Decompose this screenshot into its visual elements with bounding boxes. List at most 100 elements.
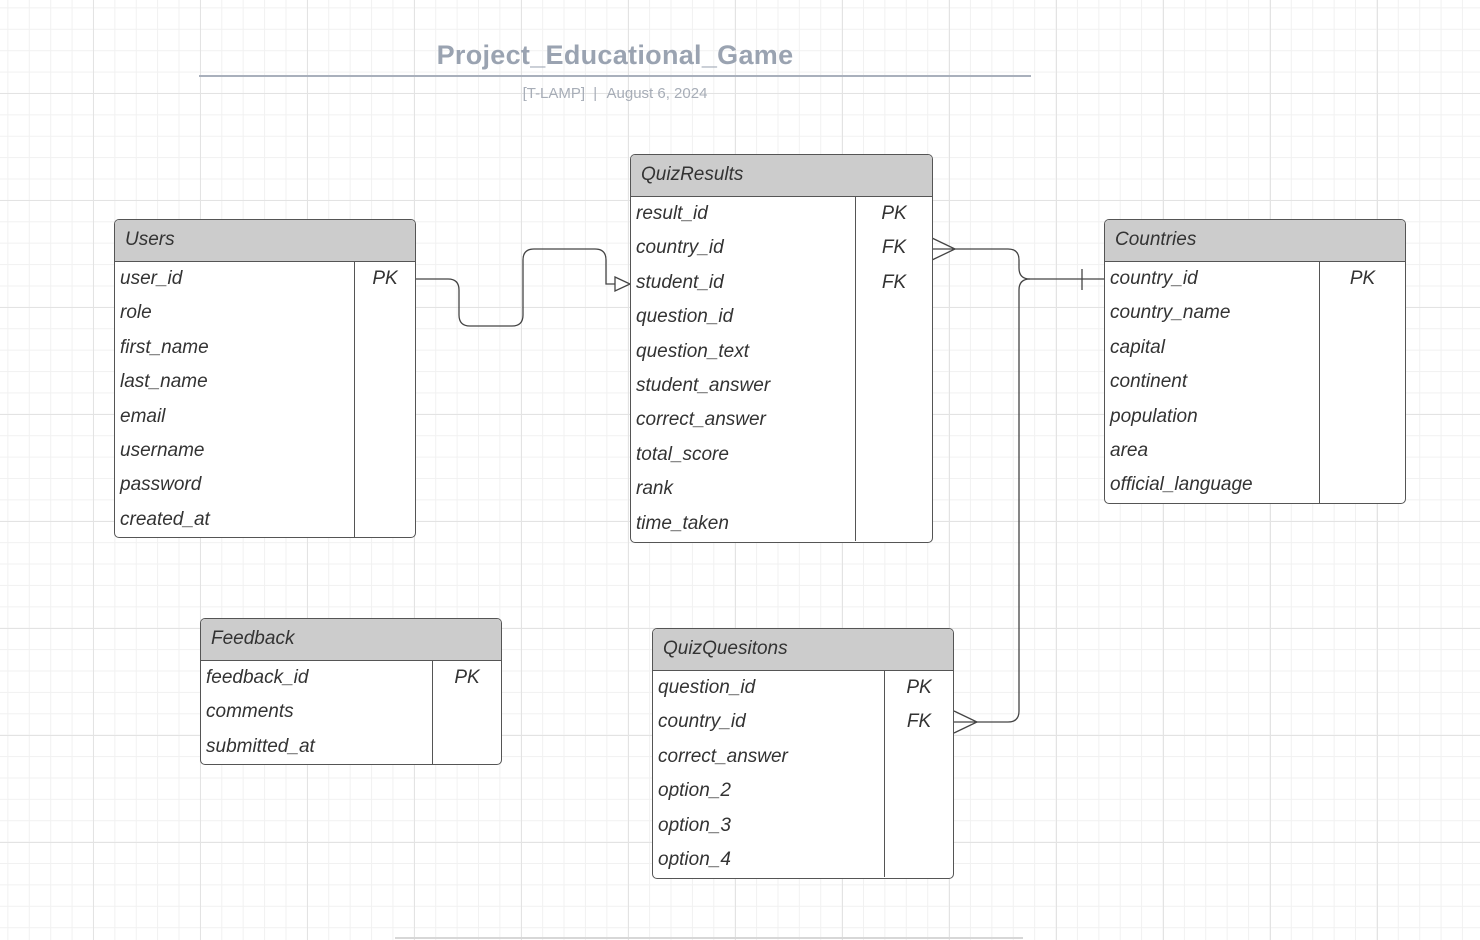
field-name: user_id <box>120 268 183 289</box>
entity-feedback[interactable]: Feedback feedback_id PK comments submitte… <box>200 618 502 765</box>
field-name: capital <box>1110 336 1165 358</box>
field-key: PK <box>906 677 932 698</box>
field-key: FK <box>881 271 907 293</box>
title-underline <box>199 75 1031 77</box>
field-row[interactable]: total_score <box>631 438 932 472</box>
field-name: correct_answer <box>658 745 788 767</box>
field-row[interactable]: submitted_at <box>201 730 501 764</box>
field-row[interactable]: option_4 <box>653 843 953 877</box>
field-row[interactable]: last_name <box>115 365 415 399</box>
field-row[interactable]: user_id PK <box>115 262 415 296</box>
field-name: comments <box>206 701 294 723</box>
field-row[interactable]: comments <box>201 695 501 729</box>
field-row[interactable]: area <box>1105 434 1405 468</box>
field-row[interactable]: country_name <box>1105 296 1405 330</box>
field-name: official_language <box>1110 474 1253 496</box>
key-column-divider <box>855 197 856 541</box>
field-row[interactable]: created_at <box>115 503 415 537</box>
connector-countries-quizquestions <box>954 278 1031 723</box>
field-name: last_name <box>120 371 208 393</box>
field-key: PK <box>454 667 480 688</box>
field-row[interactable]: country_id PK <box>1105 262 1405 296</box>
field-row[interactable]: question_id PK <box>653 671 953 705</box>
diagram-subtitle: [T-LAMP] | August 6, 2024 <box>199 85 1031 102</box>
field-row[interactable]: email <box>115 400 415 434</box>
field-name: country_id <box>1110 268 1198 289</box>
field-row[interactable]: password <box>115 468 415 502</box>
field-name: question_id <box>658 677 756 698</box>
field-row[interactable]: capital <box>1105 331 1405 365</box>
field-row[interactable]: question_id <box>631 300 932 334</box>
field-name: password <box>120 474 202 496</box>
entity-fields: country_id PK country_name capital contin… <box>1105 262 1405 503</box>
field-row[interactable]: rank <box>631 472 932 506</box>
field-name: created_at <box>120 508 210 530</box>
field-name: question_id <box>636 306 734 328</box>
field-name: correct_answer <box>636 409 766 431</box>
entity-countries[interactable]: Countries country_id PK country_name capi… <box>1104 219 1406 504</box>
field-name: email <box>120 405 166 427</box>
key-column-divider <box>884 671 885 878</box>
field-row[interactable]: feedback_id PK <box>201 661 501 695</box>
field-row[interactable]: question_text <box>631 335 932 369</box>
connector-users-quizresults <box>416 248 615 327</box>
field-name: student_answer <box>636 374 771 396</box>
subtitle-date: August 6, 2024 <box>606 85 708 102</box>
field-name: rank <box>636 478 673 500</box>
field-name: student_id <box>636 271 724 293</box>
entity-fields: feedback_id PK comments submitted_at <box>201 661 501 764</box>
connector-users-arrowhead <box>614 275 632 293</box>
key-column-divider <box>432 661 433 764</box>
field-row[interactable]: username <box>115 434 415 468</box>
entity-header: Feedback <box>201 619 501 661</box>
field-row[interactable]: time_taken <box>631 507 932 541</box>
field-row[interactable]: population <box>1105 400 1405 434</box>
field-row[interactable]: official_language <box>1105 468 1405 502</box>
entity-header: QuizResults <box>631 155 932 197</box>
connector-countries-quizresults <box>932 248 1105 280</box>
field-key: FK <box>881 237 907 259</box>
field-row[interactable]: option_3 <box>653 809 953 843</box>
field-row[interactable]: correct_answer <box>653 740 953 774</box>
page-bottom-rule <box>395 937 1023 939</box>
entity-header: QuizQuesitons <box>653 629 953 671</box>
field-name: time_taken <box>636 512 729 534</box>
field-row[interactable]: first_name <box>115 331 415 365</box>
connector-quizresults-crowfoot <box>931 237 957 261</box>
field-name: feedback_id <box>206 667 309 688</box>
field-name: country_name <box>1110 302 1231 324</box>
field-name: option_3 <box>658 814 731 836</box>
subtitle-separator: | <box>593 85 598 102</box>
field-key: PK <box>881 203 907 224</box>
entity-header: Countries <box>1105 220 1405 262</box>
key-column-divider <box>1319 262 1320 503</box>
connector-quizquestions-crowfoot <box>953 710 979 734</box>
field-row[interactable]: correct_answer <box>631 403 932 437</box>
field-row[interactable]: continent <box>1105 365 1405 399</box>
field-name: option_4 <box>658 848 731 870</box>
field-name: total_score <box>636 443 729 465</box>
field-name: country_id <box>658 711 746 733</box>
field-name: question_text <box>636 340 750 362</box>
field-row[interactable]: role <box>115 296 415 330</box>
field-row[interactable]: student_answer <box>631 369 932 403</box>
field-name: continent <box>1110 371 1188 393</box>
key-column-divider <box>354 262 355 537</box>
subtitle-team: [T-LAMP] <box>522 85 586 102</box>
entity-fields: user_id PK role first_name last_name emai… <box>115 262 415 537</box>
field-key: PK <box>1349 268 1376 289</box>
field-name: role <box>120 302 152 324</box>
field-row[interactable]: option_2 <box>653 774 953 808</box>
field-name: first_name <box>120 336 209 358</box>
field-key: PK <box>372 268 398 289</box>
diagram-title: Project_Educational_Game <box>436 40 794 70</box>
field-row[interactable]: student_id FK <box>631 266 932 300</box>
